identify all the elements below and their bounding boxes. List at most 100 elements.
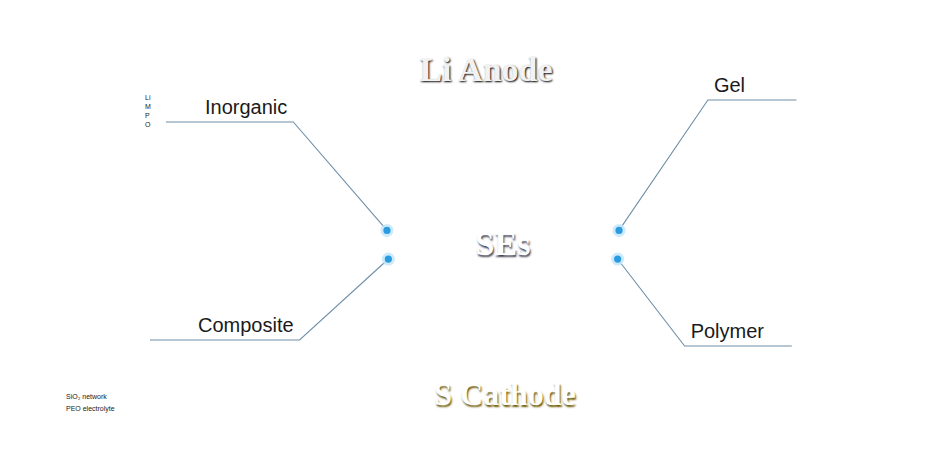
small-label-holder: PEO electrolyte <box>66 398 115 414</box>
illustration-part <box>840 158 860 178</box>
illustration-part <box>64 376 68 380</box>
illustration-part <box>844 52 856 64</box>
disc-top <box>320 290 690 430</box>
illustration-part <box>36 412 41 417</box>
illustration-part <box>889 316 926 366</box>
layer-disc: SEs <box>381 200 625 304</box>
illustration-part <box>894 130 898 134</box>
legend-text: PEO electrolyte <box>66 405 115 412</box>
illustration-part <box>139 90 143 121</box>
illustration-part <box>795 40 945 188</box>
illustration-part <box>24 378 29 383</box>
small-label-holder: Li <box>145 87 150 103</box>
illustration-part <box>53 410 57 414</box>
illustration-part <box>22 358 68 417</box>
illustration-part <box>873 136 877 140</box>
layer-name: S Cathode <box>434 376 575 412</box>
illustration-part <box>18 362 44 428</box>
leader-line <box>166 122 387 230</box>
polymer-picture <box>790 255 944 405</box>
inset-circle: Polymer <box>790 255 944 405</box>
illustration-part <box>108 96 124 114</box>
illustration-part <box>58 350 62 412</box>
illustration-part <box>116 368 132 384</box>
illustration-part <box>838 102 920 140</box>
illustration-part <box>139 117 143 121</box>
illustration-part <box>30 8 180 152</box>
anchor-glow <box>382 253 395 266</box>
illustration-part <box>795 40 945 188</box>
illustration-part <box>812 90 936 146</box>
illustration-part <box>103 50 121 70</box>
illustration-part <box>804 142 820 158</box>
anchor-glow <box>613 224 626 237</box>
illustration-part <box>59 395 65 401</box>
illustration-part <box>934 344 936 346</box>
small-label-holder: SiO₂ network <box>66 386 107 402</box>
illustration-part <box>124 350 140 364</box>
illustration-part <box>812 96 936 152</box>
illustration-part <box>850 110 853 113</box>
illustration-part <box>104 350 120 366</box>
inset-label-holder: Composite <box>198 314 294 337</box>
category-label: Polymer <box>691 320 764 342</box>
inset-circle: Gel <box>795 40 945 188</box>
inset-shadows <box>11 11 948 467</box>
legend-text: M <box>145 103 151 110</box>
layer-disc: S Cathode <box>320 290 690 458</box>
illustration-part <box>808 318 889 366</box>
layer-name: Li Anode <box>419 51 552 88</box>
illustration-part <box>816 326 882 356</box>
inset-outline <box>30 8 180 152</box>
illustration-part <box>803 43 940 178</box>
illustration-part <box>8 312 168 464</box>
illustration-part <box>139 108 143 112</box>
leader-connector <box>150 253 395 340</box>
inset-label-holder: Inorganic <box>205 96 287 119</box>
illustration-part <box>139 99 143 103</box>
disc-label-holder: SEs <box>381 225 625 263</box>
anchor-dot <box>614 255 621 262</box>
illustration-part <box>899 279 901 281</box>
legend-text: P <box>145 112 150 119</box>
illustration-part <box>22 402 26 406</box>
illustration-part <box>888 158 902 172</box>
illustration-part <box>799 329 801 331</box>
legend-text: Li <box>145 94 150 101</box>
composite-picture <box>8 312 168 464</box>
inset-border <box>790 255 944 405</box>
illustration-part <box>790 255 944 405</box>
illustration-part <box>18 350 72 374</box>
illustration-part <box>58 350 62 412</box>
illustration-part <box>40 20 52 30</box>
illustration-part <box>811 61 829 79</box>
illustration-part <box>84 350 100 364</box>
illustration-part <box>62 46 124 126</box>
illustration-part <box>90 44 102 56</box>
crystal-structure <box>30 8 180 152</box>
anchor-glow <box>380 224 393 237</box>
illustration-part <box>793 258 947 408</box>
illustration-part <box>64 350 80 366</box>
inset-outlines <box>8 8 945 464</box>
illustration-part <box>30 8 180 152</box>
illustration-part <box>808 300 926 334</box>
illustration-part <box>55 30 140 128</box>
illustration-part <box>8 312 168 464</box>
disc-label-holder: S Cathode <box>320 376 690 413</box>
illustration-part <box>89 112 103 126</box>
illustration-part <box>11 315 171 467</box>
illustration-part <box>50 384 55 389</box>
leader-connector <box>613 100 797 237</box>
illustration-part <box>54 44 132 110</box>
inset-label-holder: Polymer <box>691 320 764 343</box>
layer-disc: Li Anode <box>374 32 598 122</box>
disc-top <box>374 32 598 108</box>
leader-line <box>618 259 792 346</box>
illustration-part <box>799 274 936 386</box>
illustration-part <box>869 384 871 386</box>
illustration-part <box>930 115 940 125</box>
inset-circle: Inorganic <box>30 8 180 152</box>
illustration-part <box>790 255 944 405</box>
